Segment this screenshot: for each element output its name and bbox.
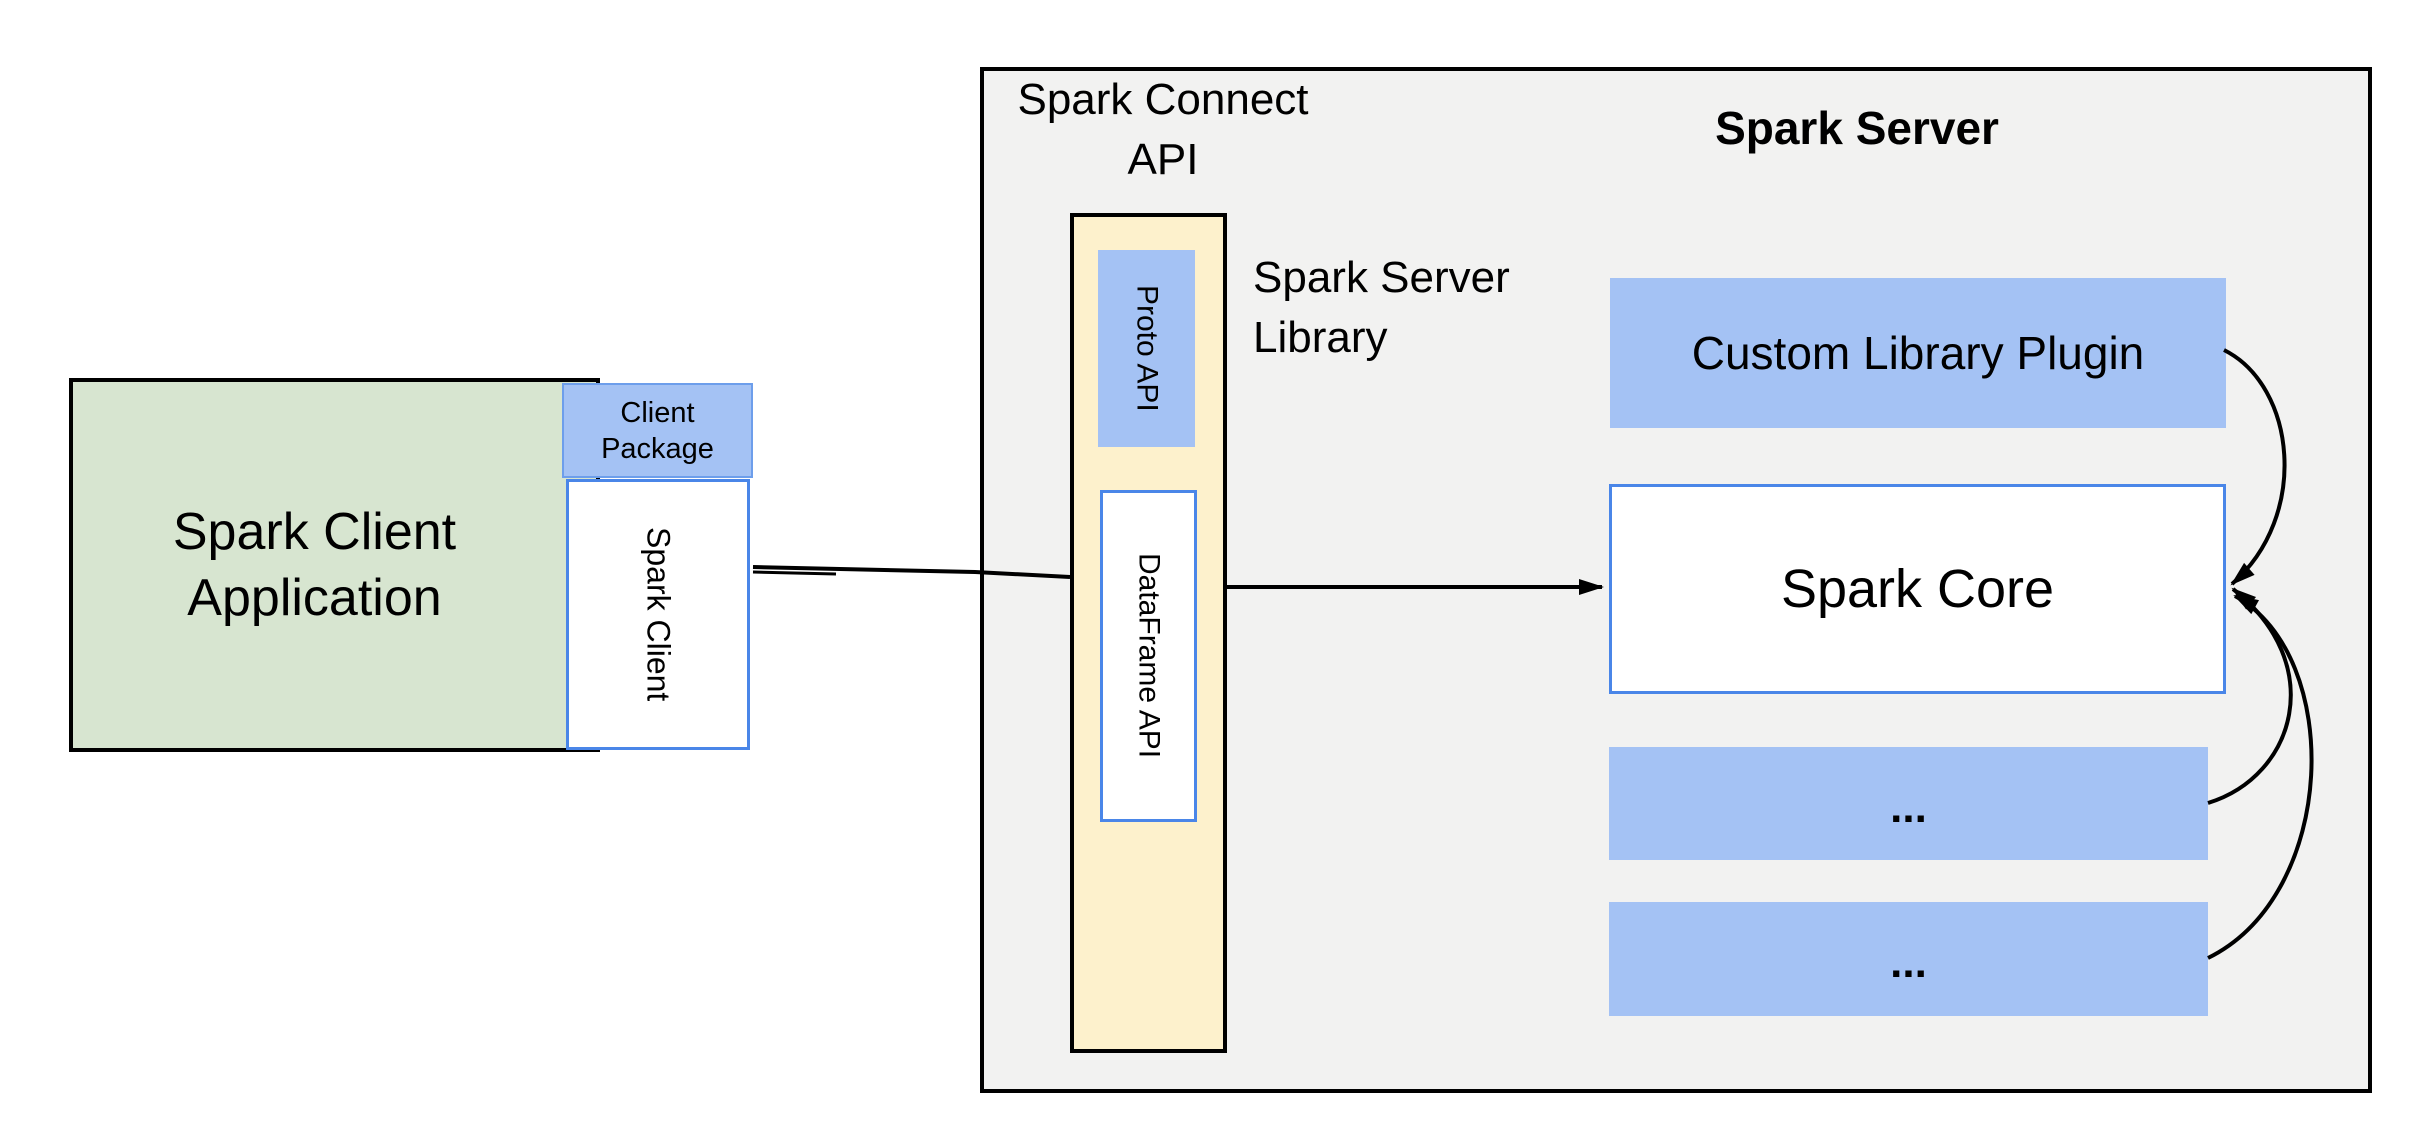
spark-core-box: Spark Core xyxy=(1609,484,2226,694)
spark-client-box: Spark Client xyxy=(566,479,750,750)
custom-library-plugin-box: Custom Library Plugin xyxy=(1610,278,2226,428)
module-placeholder-box-2: ... xyxy=(1609,902,2208,1016)
arrow-client-stub xyxy=(752,570,837,576)
module-placeholder-label-2: ... xyxy=(1890,938,1927,987)
spark-client-application-box: Spark Client Application xyxy=(69,378,600,752)
module-placeholder-box-1: ... xyxy=(1609,747,2208,860)
proto-api-box: Proto API xyxy=(1098,250,1195,447)
spark-server-title: Spark Server xyxy=(1715,102,1999,154)
spark-server-library-label: Spark Server Library xyxy=(1253,253,1510,362)
dataframe-api-box: DataFrame API xyxy=(1100,490,1197,822)
module-placeholder-label-1: ... xyxy=(1890,782,1927,832)
client-package-box: Client Package xyxy=(562,383,753,478)
spark-connect-api-title: Spark Connect API xyxy=(1017,75,1309,184)
